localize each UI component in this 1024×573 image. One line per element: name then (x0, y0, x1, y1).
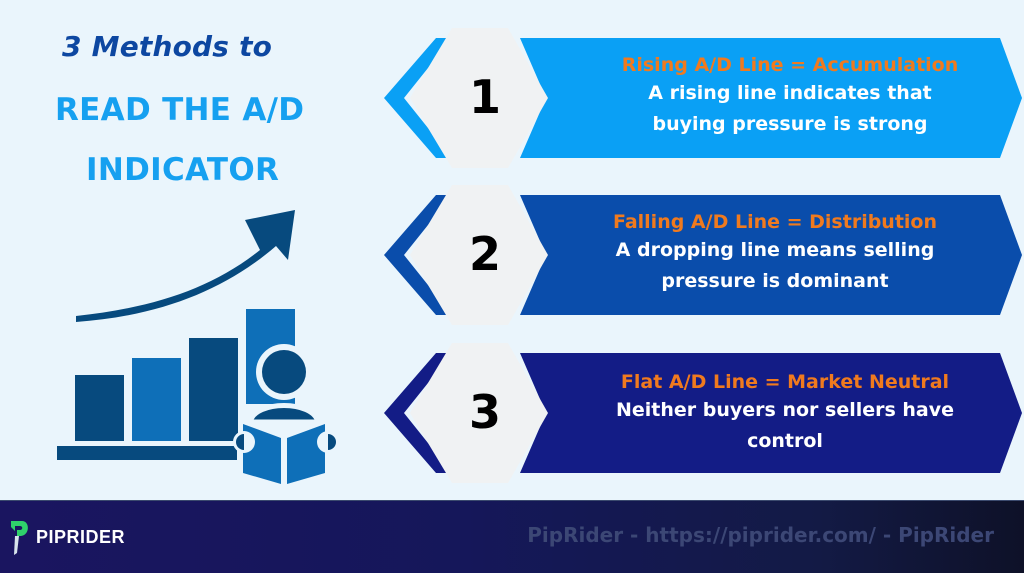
method-desc-line-2: buying pressure is strong (652, 113, 928, 135)
piprider-logo-icon (11, 521, 28, 555)
method-heading: Flat A/D Line = Market Neutral (620, 371, 950, 393)
method-desc-line-1: A dropping line means selling (615, 239, 935, 261)
method-heading: Falling A/D Line = Distribution (612, 211, 938, 233)
method-desc-line-2: control (747, 430, 823, 452)
method-row-2: 2 Falling A/D Line = Distribution A drop… (380, 177, 1024, 327)
banner-shape (520, 38, 1022, 158)
method-desc-line-2: pressure is dominant (661, 270, 889, 292)
method-number: 2 (468, 227, 501, 281)
method-text: Falling A/D Line = Distribution A droppi… (565, 209, 985, 297)
method-row-1: 1 Rising A/D Line = Accumulation A risin… (380, 20, 1024, 170)
method-desc-line-1: A rising line indicates that (648, 82, 932, 104)
number-hexagon (410, 343, 548, 483)
left-chevron-shape (384, 353, 452, 473)
banner-shape (520, 195, 1022, 315)
piprider-logo[interactable]: PIPRIDER (8, 515, 125, 559)
banner-shape (520, 353, 1022, 473)
number-hexagon (410, 28, 548, 168)
method-number: 1 (468, 70, 501, 124)
watermark-text: PipRider - https://piprider.com/ - PipRi… (527, 523, 994, 547)
method-row-3: 3 Flat A/D Line = Market Neutral Neither… (380, 335, 1024, 485)
footer-bar: PIPRIDER PipRider - https://piprider.com… (0, 500, 1024, 573)
rising-bar-chart-with-reader-icon (40, 200, 360, 490)
logo-text: PIPRIDER (36, 526, 126, 547)
method-text: Rising A/D Line = Accumulation A rising … (580, 52, 1000, 140)
title-line-2: READ THE A/D (55, 92, 305, 128)
method-number: 3 (468, 385, 501, 439)
method-text: Flat A/D Line = Market Neutral Neither b… (575, 369, 995, 457)
left-chevron-shape (384, 195, 452, 315)
left-chevron-shape (384, 38, 452, 158)
method-desc-line-1: Neither buyers nor sellers have (615, 399, 955, 421)
title-line-3: INDICATOR (86, 152, 280, 188)
method-heading: Rising A/D Line = Accumulation (621, 54, 959, 76)
title-line-1: 3 Methods to (62, 30, 273, 63)
number-hexagon (410, 185, 548, 325)
